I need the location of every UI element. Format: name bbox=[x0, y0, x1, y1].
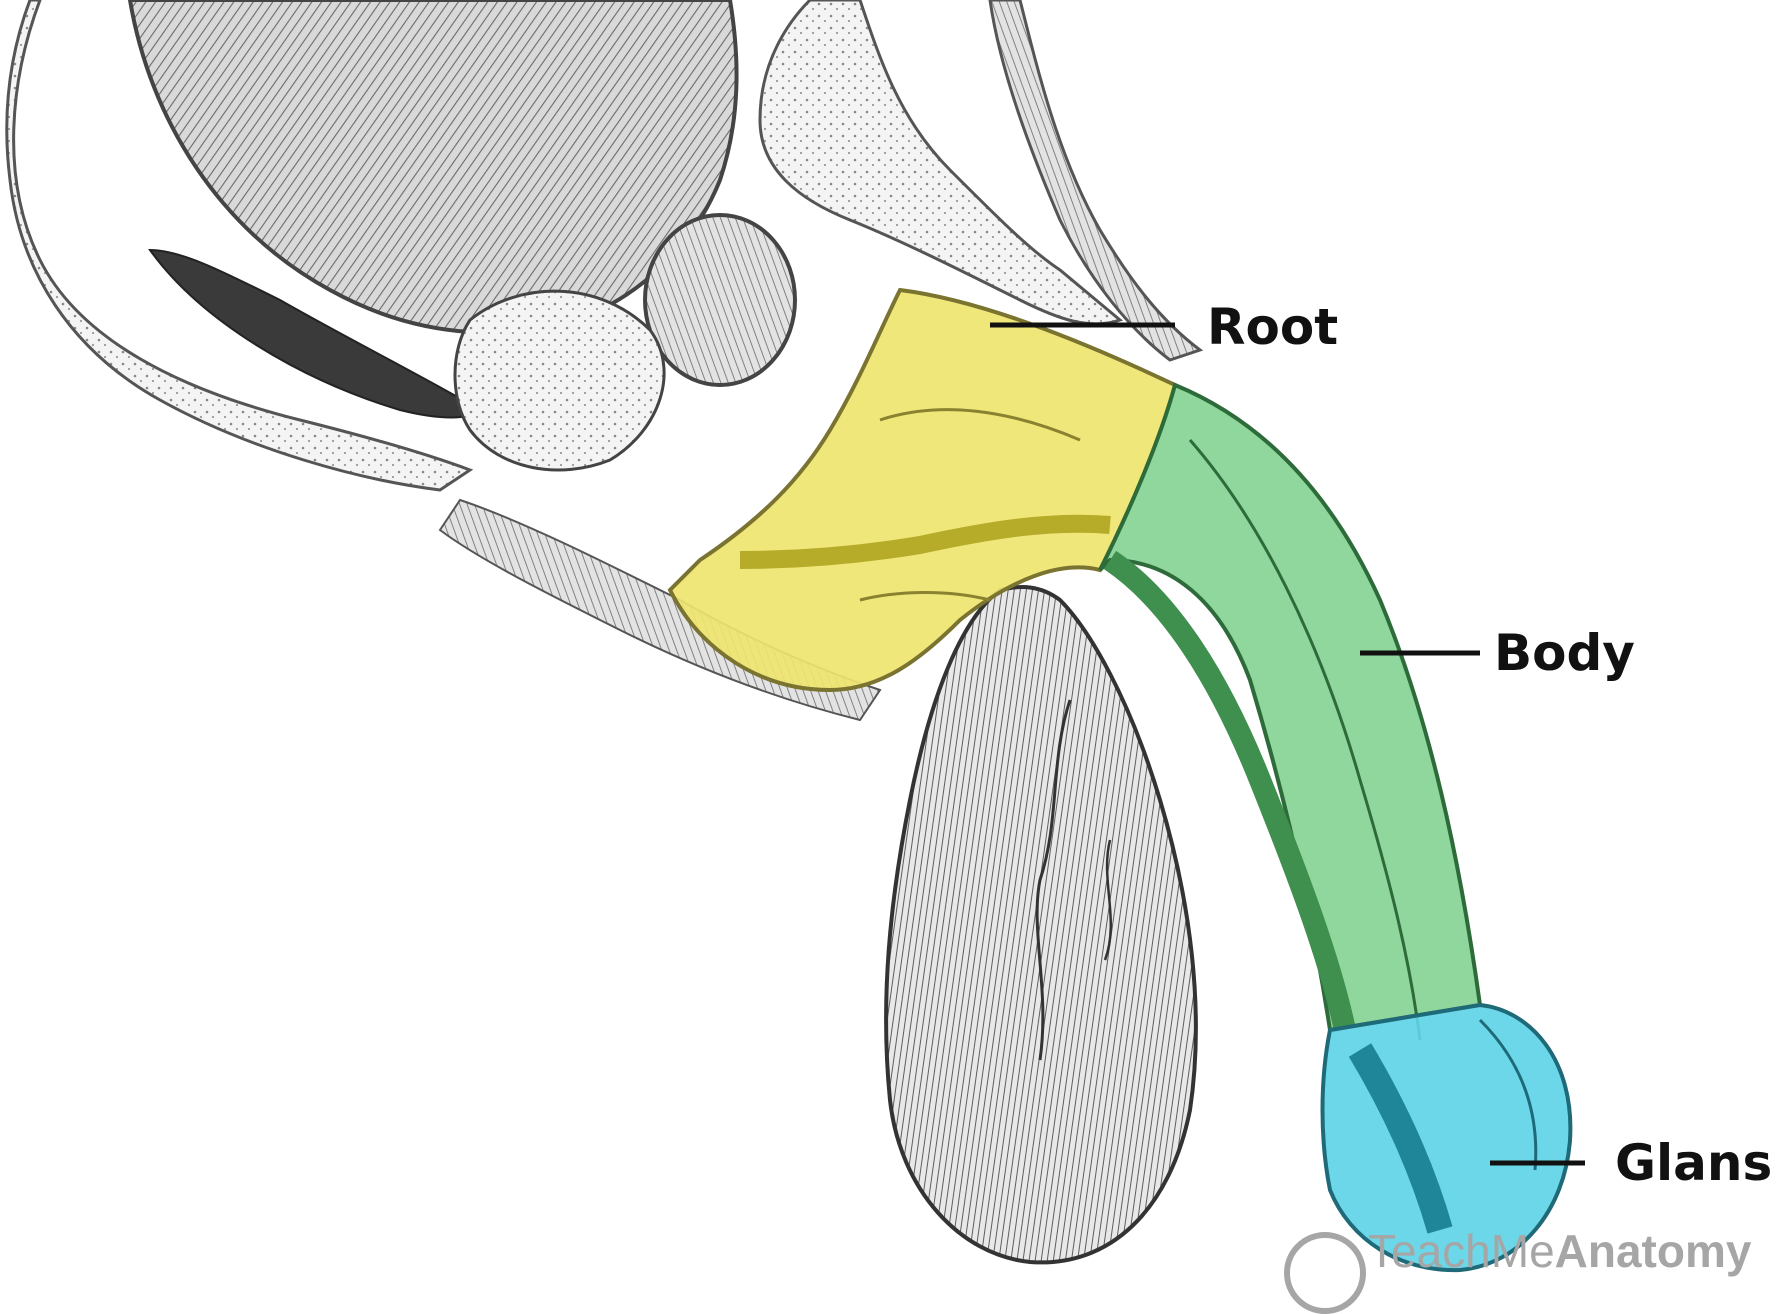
root-label: Root bbox=[1207, 302, 1338, 352]
watermark-prefix: TeachMe bbox=[1368, 1225, 1555, 1277]
prostate bbox=[645, 215, 795, 385]
glans-label: Glans bbox=[1615, 1138, 1772, 1188]
watermark-emphasis: Anatomy bbox=[1555, 1225, 1752, 1277]
scrotum bbox=[886, 587, 1196, 1262]
watermark: TeachMeAnatomy bbox=[1288, 1224, 1751, 1278]
body-label: Body bbox=[1494, 628, 1635, 678]
seminal-vesicles bbox=[455, 291, 664, 470]
